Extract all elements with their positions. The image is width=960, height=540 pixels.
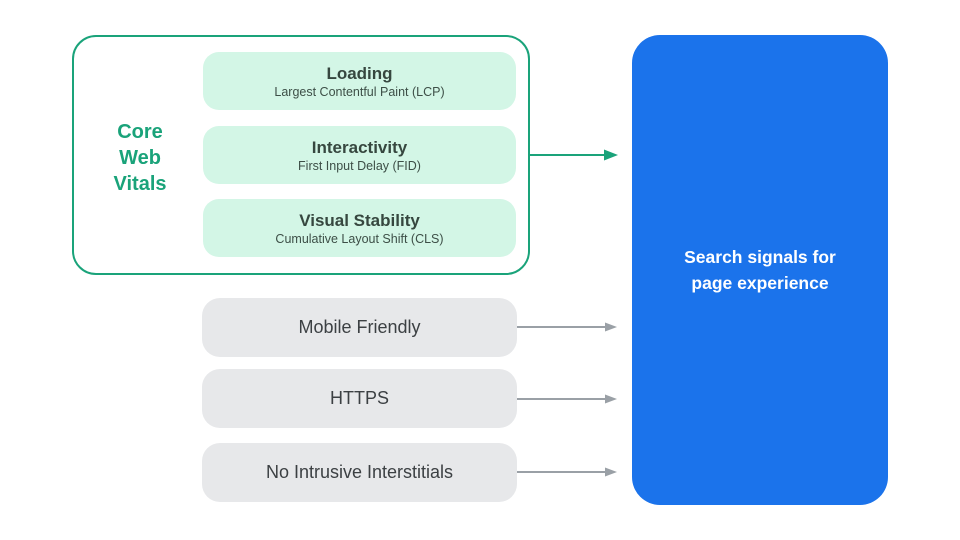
vital-card-title: Interactivity [311, 137, 408, 157]
vital-card-interactivity: Interactivity First Input Delay (FID) [203, 126, 516, 184]
search-signals-label: Search signals for page experience [684, 247, 836, 293]
vital-card-subtitle: First Input Delay (FID) [298, 158, 421, 173]
core-web-vitals-label-line: Core [117, 121, 163, 143]
signal-card-label: HTTPS [329, 388, 389, 408]
signal-card-no-intrusive-interstitials: No Intrusive Interstitials [202, 443, 517, 502]
arrow-https-icon [517, 394, 617, 404]
signal-card-label: Mobile Friendly [298, 317, 421, 337]
vital-card-title: Visual Stability [299, 210, 420, 230]
vital-card-loading: Loading Largest Contentful Paint (LCP) [203, 52, 516, 110]
arrow-mobile-friendly-icon [517, 322, 617, 332]
signal-card-mobile-friendly: Mobile Friendly [202, 298, 517, 357]
core-web-vitals-label: Core Web Vitals [85, 119, 195, 197]
signal-card-https: HTTPS [202, 369, 517, 428]
core-web-vitals-label-line: Vitals [113, 173, 167, 195]
vital-card-subtitle: Largest Contentful Paint (LCP) [274, 84, 445, 99]
vital-card-visual-stability: Visual Stability Cumulative Layout Shift… [203, 199, 516, 257]
arrow-no-intrusive-interstitials-icon [517, 467, 617, 477]
core-web-vitals-label-line: Web [119, 147, 161, 169]
arrow-core-web-vitals-icon [530, 149, 618, 161]
vital-card-title: Loading [326, 63, 393, 83]
signal-card-label: No Intrusive Interstitials [265, 462, 454, 482]
search-signals-result-box: Search signals for page experience [632, 35, 888, 505]
vital-card-subtitle: Cumulative Layout Shift (CLS) [275, 231, 444, 246]
